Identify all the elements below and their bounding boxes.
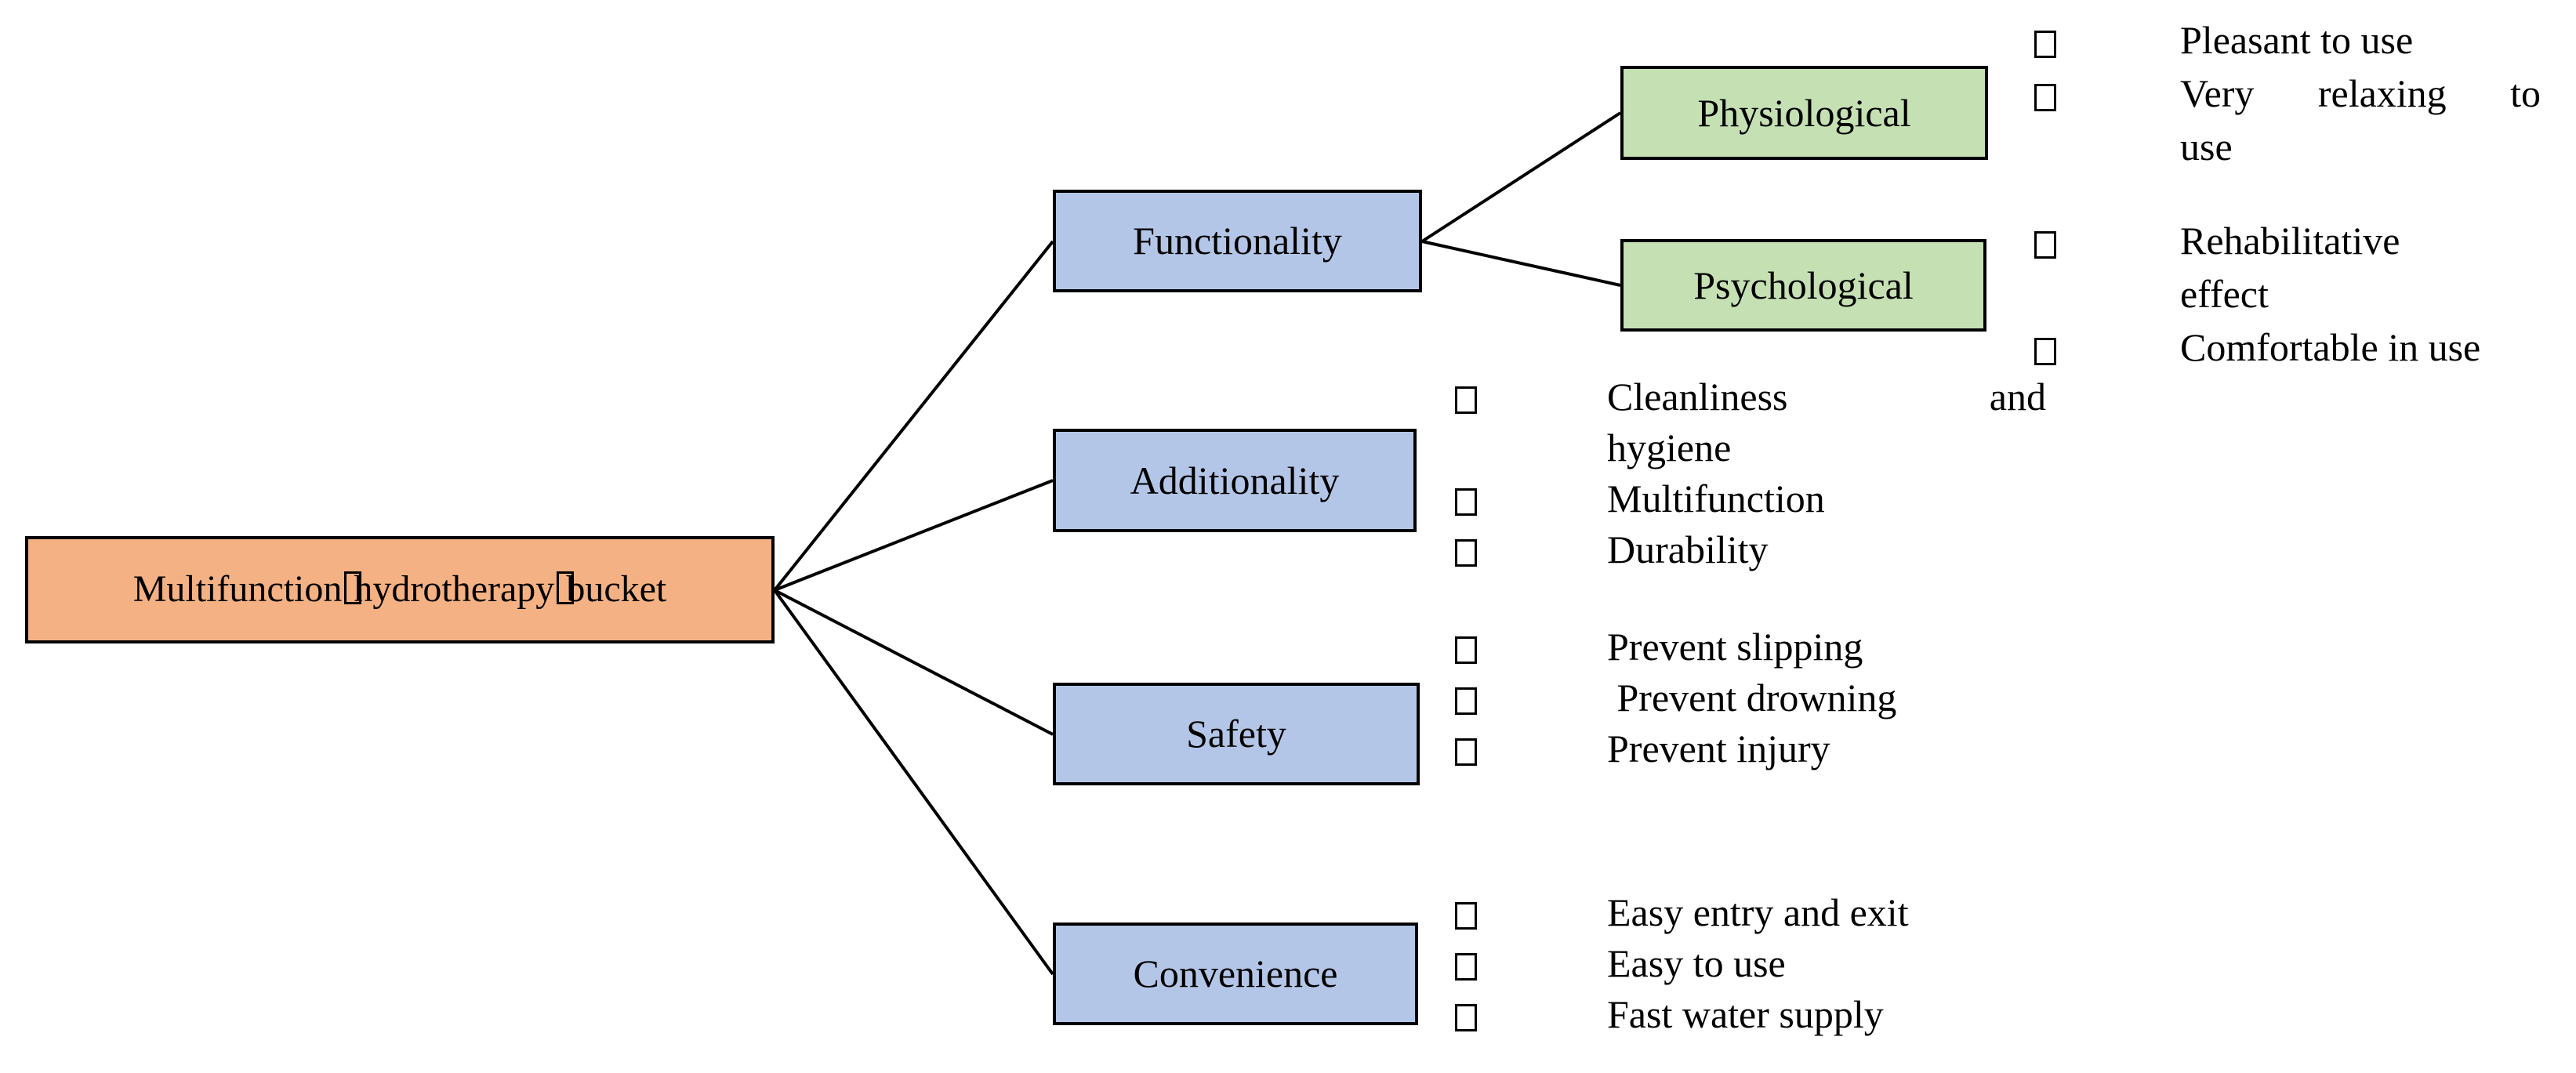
list-item-text: Easy entry and exit xyxy=(1607,887,2046,938)
list-item-text: Prevent slipping xyxy=(1607,622,2046,672)
list-item-text: Prevent drowning xyxy=(1607,672,2046,723)
empty-checkbox-icon xyxy=(1455,902,1477,930)
list-item: Prevent slipping xyxy=(1455,622,2046,672)
node-physiological-label: Physiological xyxy=(1697,90,1911,135)
list-item-line: Cleanliness and xyxy=(1607,375,2046,419)
node-additionality-label: Additionality xyxy=(1130,458,1340,502)
list-item-line: Comfortable in use xyxy=(2180,325,2481,369)
list-item-line: Fast water supply xyxy=(1607,992,1884,1036)
list-item-line: Pleasant to use xyxy=(2180,18,2414,62)
connector-root-additionality xyxy=(774,479,1054,592)
list-item-line: Durability xyxy=(1607,527,1769,571)
list-item-line: Rehabilitative xyxy=(2180,219,2400,263)
tofu-missing-glyph xyxy=(344,571,362,605)
list-item-line: Easy to use xyxy=(1607,941,1786,985)
node-physiological: Physiological xyxy=(1620,66,1988,160)
list-item: Prevent drowning xyxy=(1455,672,2046,723)
list-item-text: Very relaxing to use xyxy=(2180,67,2541,173)
connector-root-convenience xyxy=(773,589,1054,976)
list-item-line: Very relaxing to xyxy=(2180,71,2541,115)
empty-checkbox-icon xyxy=(1455,687,1477,715)
list-item-text: Easy to use xyxy=(1607,938,2046,989)
connector-functionality-psychological xyxy=(1421,240,1621,287)
empty-checkbox-icon xyxy=(2034,31,2056,58)
list-item-line: Easy entry and exit xyxy=(1607,890,1909,934)
node-additionality: Additionality xyxy=(1053,429,1417,532)
list-item: Fast water supply xyxy=(1455,989,2046,1040)
list-item-line: Prevent drowning xyxy=(1607,676,1897,720)
empty-checkbox-icon xyxy=(1455,738,1477,766)
empty-checkbox-icon xyxy=(1455,636,1477,664)
node-convenience: Convenience xyxy=(1053,923,1418,1025)
empty-checkbox-icon xyxy=(1455,953,1477,981)
empty-checkbox-icon xyxy=(1455,386,1477,414)
list-item-text: Rehabilitative effect xyxy=(2180,214,2541,321)
list-item-text: Fast water supply xyxy=(1607,989,2046,1040)
list-item: Multifunction xyxy=(1455,473,2046,524)
list-item-line: Multifunction xyxy=(1607,477,1825,520)
tofu-missing-glyph xyxy=(557,571,575,605)
list-item-line: effect xyxy=(2180,272,2269,316)
connector-root-functionality xyxy=(773,240,1054,592)
node-functionality-label: Functionality xyxy=(1133,219,1342,263)
connector-root-safety xyxy=(774,589,1054,736)
node-psychological-label: Psychological xyxy=(1693,263,1914,307)
list-item: Durability xyxy=(1455,524,2046,575)
list-item-text: Cleanliness and hygiene xyxy=(1607,372,2046,473)
list-item: Cleanliness and hygiene xyxy=(1455,372,2046,473)
connector-functionality-physiological xyxy=(1420,111,1622,243)
empty-checkbox-icon xyxy=(2034,338,2056,365)
empty-checkbox-icon xyxy=(1455,539,1477,567)
list-item-text: Durability xyxy=(1607,524,2046,575)
list-item-line: use xyxy=(2180,125,2233,169)
list-item: Easy entry and exit xyxy=(1455,887,2046,938)
node-safety: Safety xyxy=(1053,683,1420,785)
list-item: Easy to use xyxy=(1455,938,2046,989)
list-item-text: Prevent injury xyxy=(1607,723,2046,774)
node-functionality: Functionality xyxy=(1053,190,1422,292)
list-item-line: Prevent slipping xyxy=(1607,625,1863,669)
list-item: Pleasant to use xyxy=(2034,13,2541,67)
list-item: Very relaxing to use xyxy=(2034,67,2541,173)
node-convenience-label: Convenience xyxy=(1133,952,1338,995)
list-item: Comfortable in use xyxy=(2034,321,2541,374)
list-item: Prevent injury xyxy=(1455,723,2046,774)
list-item: Rehabilitative effect xyxy=(2034,214,2541,321)
list-item-text: Multifunction xyxy=(1607,473,2046,524)
empty-checkbox-icon xyxy=(1455,1004,1477,1031)
list-item-line: hygiene xyxy=(1607,426,1732,469)
empty-checkbox-icon xyxy=(1455,488,1477,516)
node-psychological: Psychological xyxy=(1620,239,1986,332)
node-safety-label: Safety xyxy=(1186,712,1286,756)
empty-checkbox-icon xyxy=(2034,231,2056,259)
empty-checkbox-icon xyxy=(2034,84,2056,111)
list-item-line: Prevent injury xyxy=(1607,727,1830,770)
list-item-text: Comfortable in use xyxy=(2180,321,2541,374)
list-item-text: Pleasant to use xyxy=(2180,13,2541,67)
